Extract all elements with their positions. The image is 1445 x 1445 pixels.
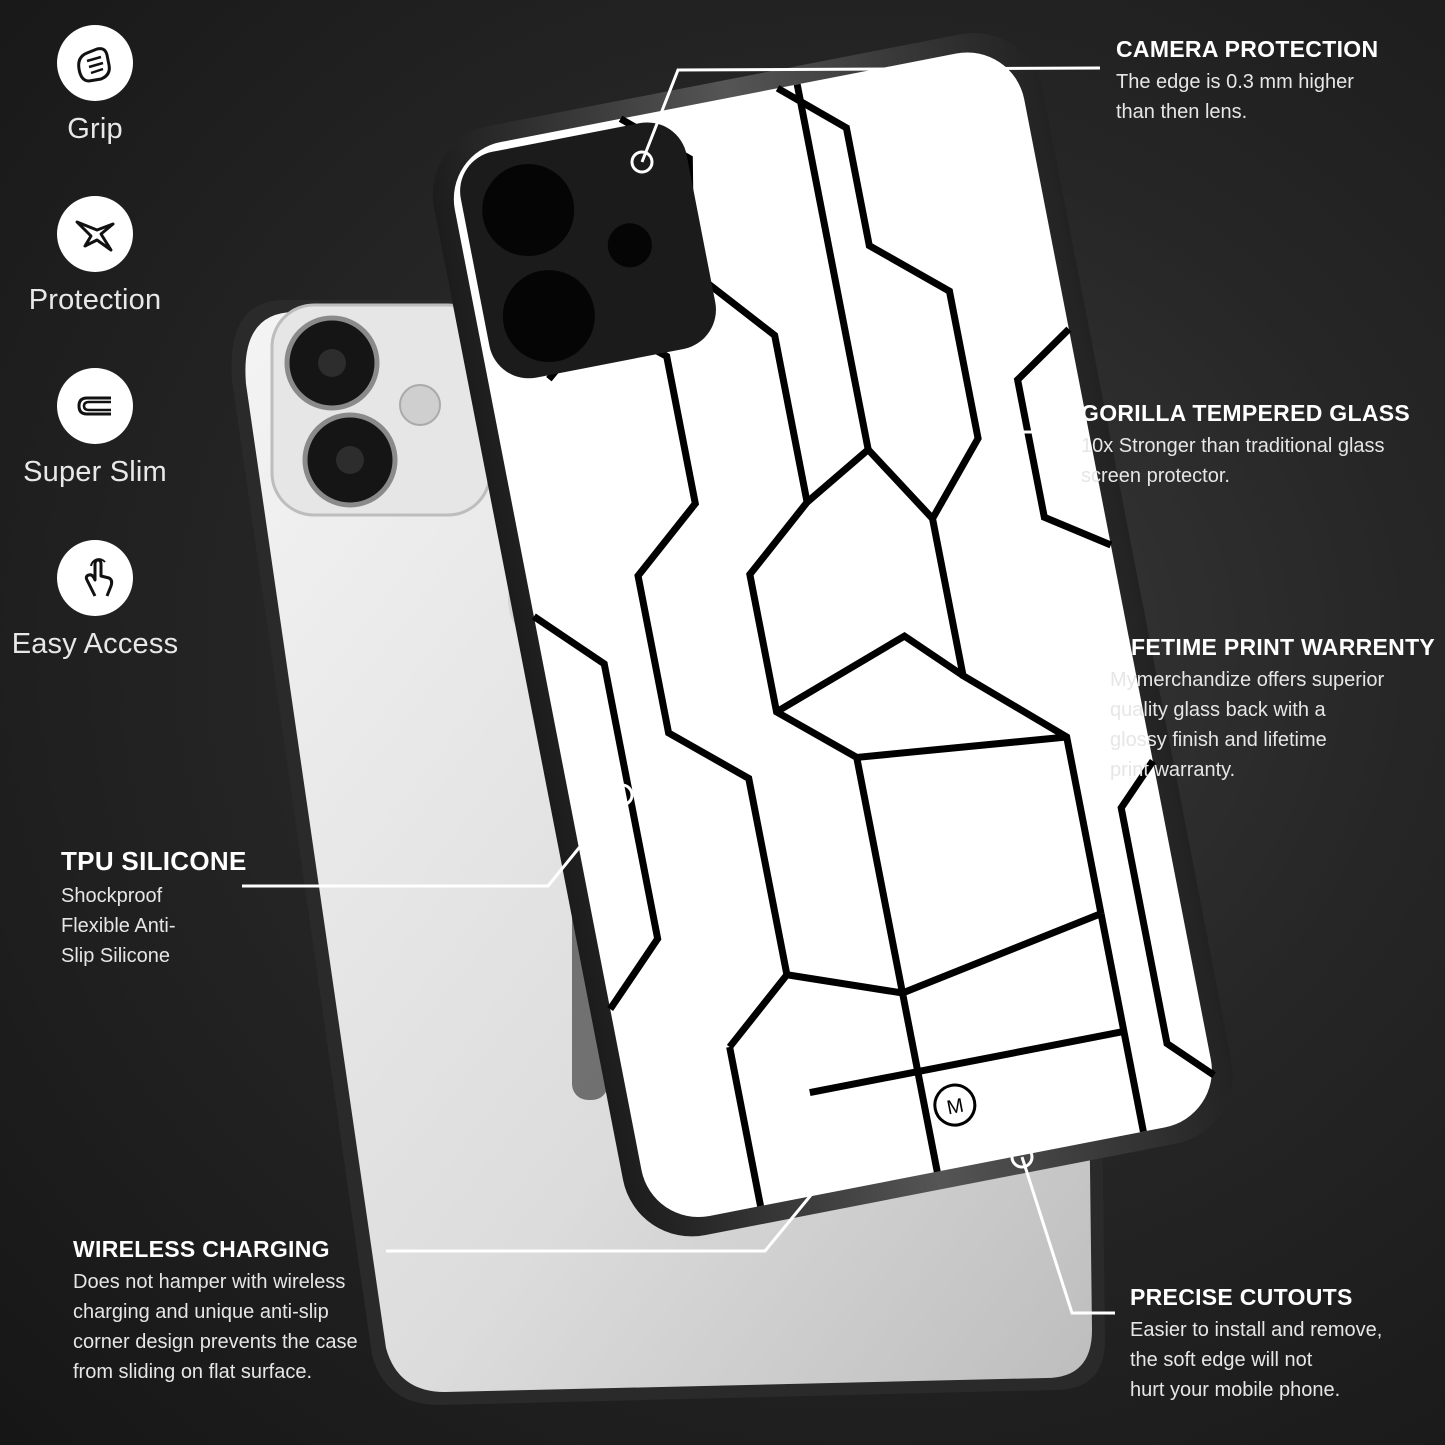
shield-crack-icon [57,196,133,272]
callout-precise-cutouts: PRECISE CUTOUTS Easier to install and re… [1130,1284,1382,1405]
callout-title: GORILLA TEMPERED GLASS [1081,400,1411,426]
callout-leaders [242,66,1115,1315]
hand-grip-icon [57,25,133,101]
callout-title: LIFETIME PRINT WARRENTY [1110,634,1436,660]
feature-easy-access: Easy Access [0,540,190,661]
feature-label: Easy Access [11,628,179,660]
callout-description: Shockproof Flexible Anti- Slip Silicone [61,885,176,967]
callout-description: Does not hamper with wireless charging a… [73,1271,358,1383]
feature-label: Grip [67,113,123,145]
callout-title: CAMERA PROTECTION [1116,36,1379,62]
callout-description: Mymerchandize offers superior quality gl… [1110,669,1385,781]
callout-tpu-silicone: TPU SILICONE Shockproof Flexible Anti- S… [61,846,247,971]
callout-description: Easier to install and remove, the soft e… [1130,1319,1383,1401]
svg-text:M: M [945,1095,966,1120]
camera-cutout [460,122,716,379]
feature-super-slim: Super Slim [0,368,190,489]
cutouts-marker [1010,1145,1034,1169]
feature-grip: Grip [0,25,190,146]
callout-print-warranty: LIFETIME PRINT WARRENTY Mymerchandize of… [1110,634,1435,785]
callout-title: WIRELESS CHARGING [73,1236,330,1262]
brand-logo [933,1083,977,1127]
callout-description: 10x Stronger than traditional glass scre… [1081,435,1385,487]
callout-gorilla-glass: GORILLA TEMPERED GLASS 10x Stronger than… [1081,400,1410,491]
tap-finger-icon [57,540,133,616]
glass-back-case: M [432,33,1233,1237]
callout-description: The edge is 0.3 mm higher than then lens… [1116,71,1354,123]
feature-label: Protection [28,284,162,316]
tpu-marker [610,783,634,807]
feature-protection: Protection [0,196,190,317]
callout-camera-protection: CAMERA PROTECTION The edge is 0.3 mm hig… [1116,36,1378,127]
slim-profile-icon [57,368,133,444]
feature-label: Super Slim [23,456,167,488]
callout-wireless-charging: WIRELESS CHARGING Does not hamper with w… [73,1236,358,1387]
callout-title: TPU SILICONE [61,846,247,876]
camera-marker [630,150,654,174]
callout-title: PRECISE CUTOUTS [1130,1284,1353,1310]
